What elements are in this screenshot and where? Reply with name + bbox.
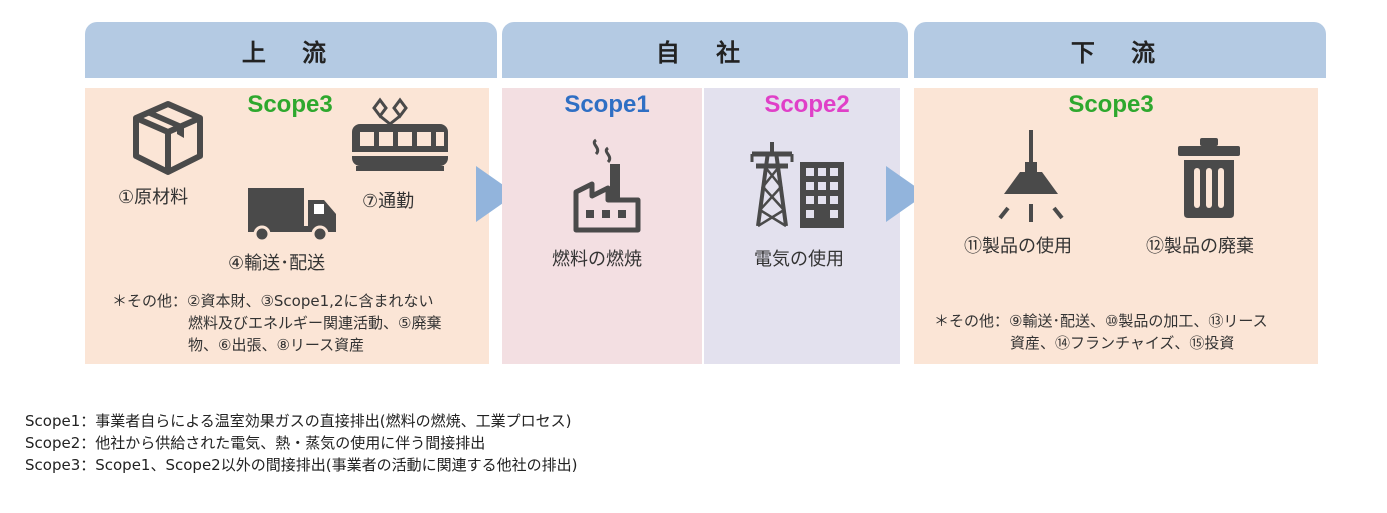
upstream-scope-label: Scope3	[247, 91, 333, 118]
header-company: 自 社	[502, 22, 908, 78]
scope1-label: Scope1	[564, 91, 650, 118]
upstream-note-line: ＊その他：②資本財、③Scope1,2に含まれない	[112, 292, 434, 310]
fuel-combustion-label: 燃料の燃焼	[552, 249, 642, 270]
downstream-scope-label: Scope3	[1068, 91, 1154, 118]
power-tower-icon	[746, 140, 850, 234]
upstream-note-line: 物、⑥出張、⑧リース資産	[188, 336, 365, 354]
box-icon	[130, 100, 206, 180]
header-company-label: 自 社	[655, 38, 755, 67]
legend-scope1: Scope1：事業者自らによる温室効果ガスの直接排出(燃料の燃焼、工業プロセス)	[25, 412, 572, 430]
commuting-label: ⑦通勤	[362, 191, 415, 212]
scope2-label: Scope2	[764, 91, 850, 118]
factory-icon	[572, 136, 642, 240]
truck-icon	[246, 186, 338, 246]
transport-label: ④輸送･配送	[228, 253, 326, 274]
downstream-note-line: 資産、⑭フランチャイズ、⑮投資	[1010, 334, 1235, 352]
downstream-note-line: ＊その他：⑨輸送･配送、⑩製品の加工、⑬リース	[934, 312, 1268, 330]
legend-scope2: Scope2：他社から供給された電気、熱・蒸気の使用に伴う間接排出	[25, 434, 486, 452]
raw-materials-label: ①原材料	[118, 187, 189, 208]
header-upstream-label: 上 流	[241, 38, 341, 67]
header-upstream: 上 流	[85, 22, 497, 78]
header-downstream-label: 下 流	[1070, 38, 1170, 67]
scope1-panel	[502, 88, 702, 364]
product-use-label: ⑪製品の使用	[964, 236, 1072, 257]
upstream-note: ＊その他：②資本財、③Scope1,2に含まれない 燃料及びエネルギー関連活動、…	[112, 290, 441, 356]
electricity-use-label: 電気の使用	[754, 249, 844, 270]
upstream-note-line: 燃料及びエネルギー関連活動、⑤廃棄	[188, 314, 442, 332]
header-downstream: 下 流	[914, 22, 1326, 78]
product-disposal-label: ⑫製品の廃棄	[1146, 236, 1254, 257]
lamp-icon	[996, 128, 1066, 232]
downstream-panel	[914, 88, 1318, 364]
train-icon	[350, 97, 450, 178]
trash-can-icon	[1176, 136, 1242, 224]
downstream-note: ＊その他：⑨輸送･配送、⑩製品の加工、⑬リース 資産、⑭フランチャイズ、⑮投資	[934, 310, 1268, 354]
legend-scope3: Scope3：Scope1、Scope2以外の間接排出(事業者の活動に関連する他…	[25, 456, 578, 474]
